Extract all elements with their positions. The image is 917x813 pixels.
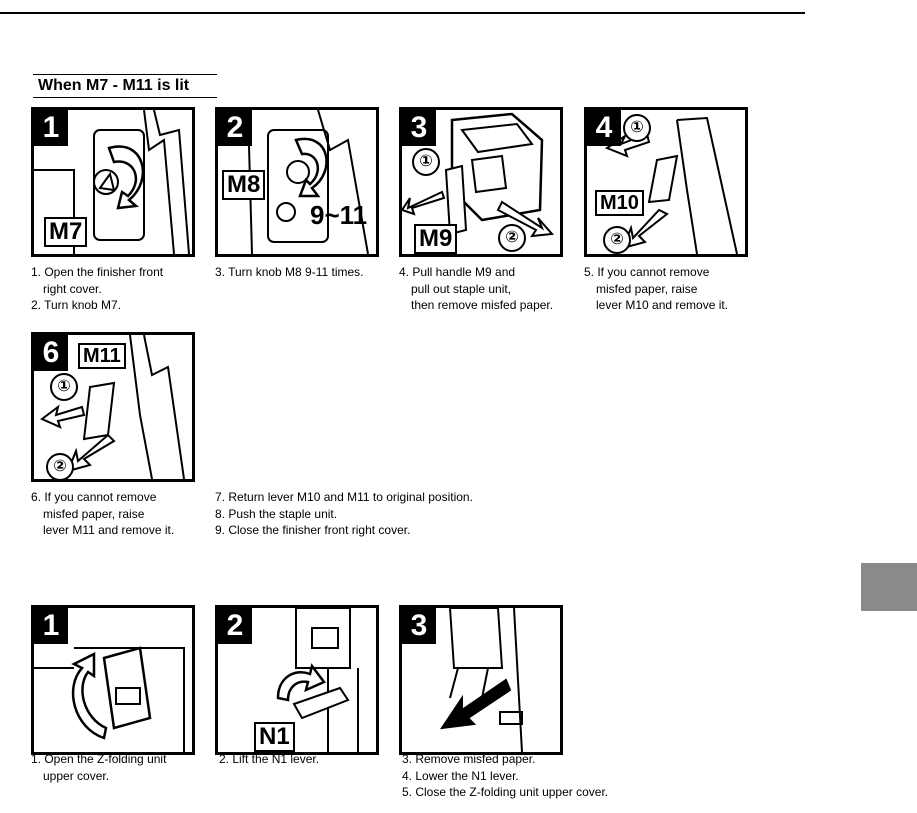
marker-1: ① bbox=[412, 148, 440, 176]
caption-step-5: 5. If you cannot remove misfed paper, ra… bbox=[584, 265, 729, 312]
step-badge: 4 bbox=[587, 110, 621, 146]
figure-n-step-1-upper-cover: 1 bbox=[31, 605, 195, 755]
callout-m10: M10 bbox=[595, 190, 644, 216]
staple-unit-illustration bbox=[402, 112, 555, 238]
turn-count: 9~11 bbox=[310, 200, 368, 230]
figure-step-6-lever-m11: 6 M11 ① ② bbox=[31, 332, 195, 482]
callout-m11: M11 bbox=[78, 343, 126, 369]
marker-2: ② bbox=[46, 453, 74, 479]
marker-1: ① bbox=[623, 114, 651, 142]
callout-m8: M8 bbox=[222, 170, 266, 200]
caption-step-6: 6. If you cannot remove misfed paper, ra… bbox=[31, 490, 175, 537]
chapter-tab bbox=[861, 563, 917, 611]
figure-step-4-lever-m10: 4 ① M10 ② bbox=[584, 107, 748, 257]
figure-step-2-knob-m8: 2 M8 9~11 bbox=[215, 107, 379, 257]
caption-n-step-1: 1. Open the Z-folding unit upper cover. bbox=[31, 752, 167, 783]
callout-m7: M7 bbox=[44, 217, 88, 247]
marker-2: ② bbox=[498, 224, 526, 252]
lift-n1-illustration bbox=[276, 608, 359, 752]
callout-m9: M9 bbox=[414, 224, 458, 254]
figure-step-3-staple-unit: 3 ① ② M9 bbox=[399, 107, 563, 257]
remove-paper-illustration bbox=[439, 608, 523, 752]
caption-steps-7-9: 7. Return lever M10 and M11 to original … bbox=[215, 490, 473, 537]
figure-step-1-knob-m7: 1 M7 bbox=[31, 107, 195, 257]
step-badge: 3 bbox=[402, 110, 436, 146]
step-badge: 1 bbox=[34, 110, 68, 146]
step-badge: 6 bbox=[34, 335, 68, 371]
lever-m11-illustration bbox=[40, 335, 185, 479]
marker-2: ② bbox=[603, 226, 631, 254]
figure-n-step-3-remove-paper: 3 bbox=[399, 605, 563, 755]
lever-m10-illustration bbox=[604, 116, 738, 254]
figure-n-step-2-lift-n1: 2 N1 bbox=[215, 605, 379, 755]
step-badge: 3 bbox=[402, 608, 436, 644]
section-title: When M7 - M11 is lit bbox=[33, 74, 217, 98]
caption-step-4: 4. Pull handle M9 and pull out staple un… bbox=[399, 265, 554, 312]
upper-cover-illustration bbox=[34, 646, 185, 752]
caption-n-step-2: 2. Lift the N1 lever. bbox=[219, 752, 320, 766]
caption-n-steps-3-5: 3. Remove misfed paper. 4. Lower the N1 … bbox=[402, 752, 609, 799]
caption-step-3: 3. Turn knob M8 9-11 times. bbox=[215, 265, 364, 279]
knob-m7-illustration bbox=[34, 110, 190, 254]
step-badge: 2 bbox=[218, 608, 252, 644]
step-badge: 2 bbox=[218, 110, 252, 146]
caption-steps-1-2: 1. Open the finisher front right cover. … bbox=[31, 265, 164, 312]
step-badge: 1 bbox=[34, 608, 68, 644]
top-rule bbox=[0, 12, 805, 14]
callout-n1: N1 bbox=[254, 722, 295, 752]
marker-1: ① bbox=[50, 373, 78, 401]
